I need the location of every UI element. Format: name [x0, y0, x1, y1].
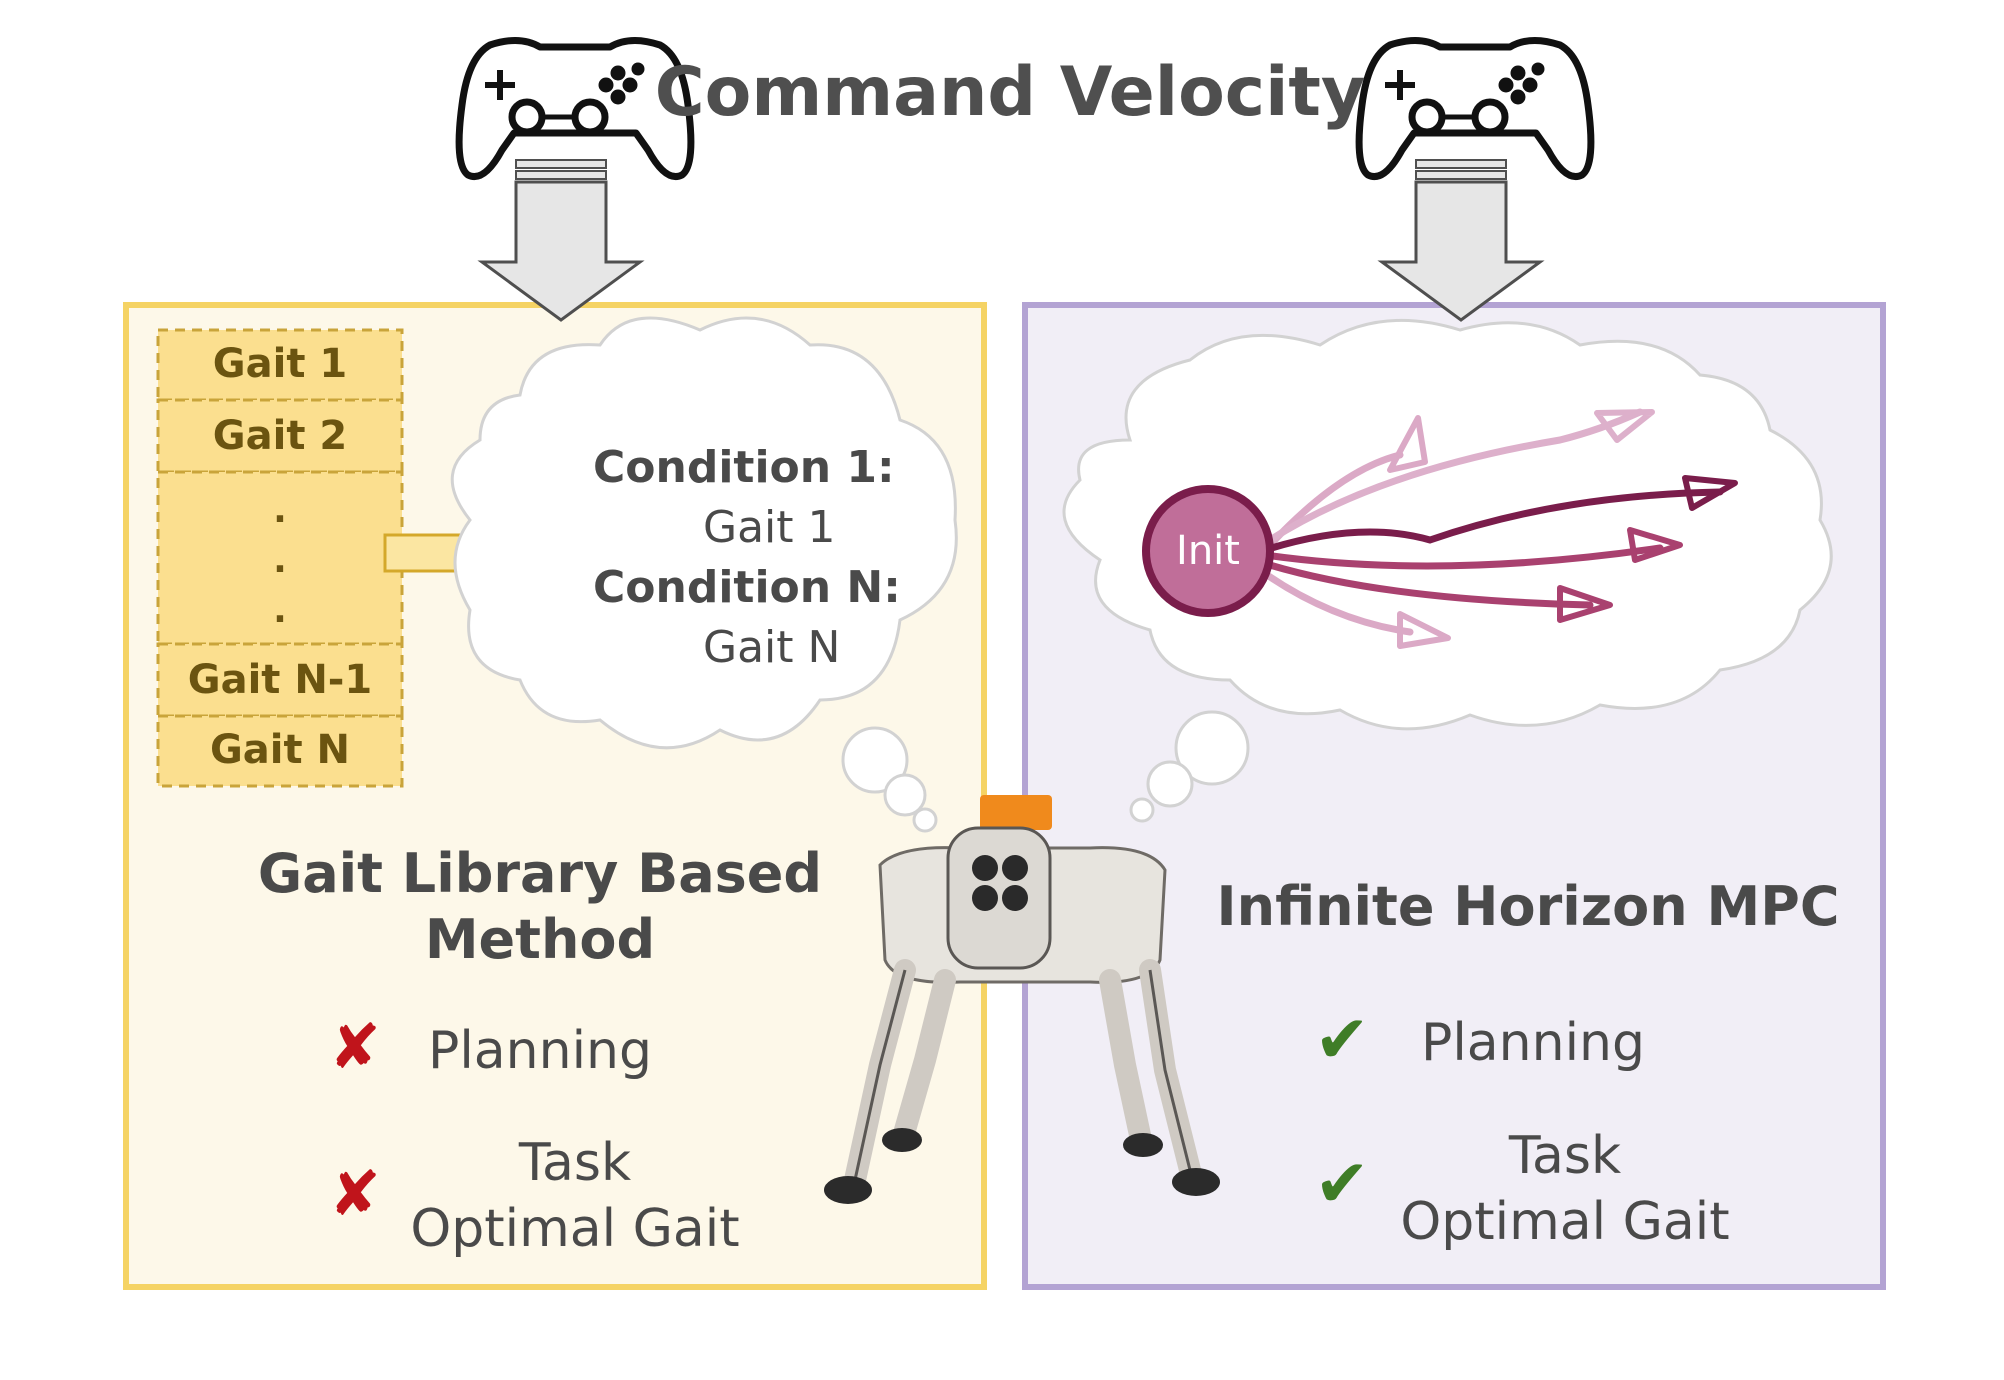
right-task-label-line2: Optimal Gait: [1400, 1192, 1729, 1252]
check-icon: ✔: [1314, 1145, 1369, 1222]
gait-item: Gait 2: [213, 413, 347, 459]
thought-cloud: [450, 316, 958, 833]
gait-item: Gait N: [210, 727, 350, 773]
check-icon: ✔: [1314, 1001, 1369, 1078]
robot-dog-image: [824, 795, 1220, 1204]
init-node: [1142, 485, 1274, 617]
right-method-title: Infinite Horizon MPC: [1217, 875, 1840, 938]
left-task-label: Task: [518, 1133, 631, 1193]
trajectory-arrowheads: [1387, 409, 1738, 649]
gait-n-label: Gait N: [703, 622, 840, 673]
down-arrow-icon: [1377, 159, 1545, 322]
cross-icon: ✘: [329, 1157, 381, 1230]
gamepad-icon: [455, 37, 695, 180]
right-task-label: Task: [1508, 1126, 1621, 1186]
cross-icon: ✘: [329, 1010, 381, 1083]
diagram-title: Command Velocity: [655, 53, 1365, 132]
condition-n-label: Condition N:: [593, 562, 901, 613]
gait-ellipsis: .: [273, 590, 287, 631]
left-task-label-line2: Optimal Gait: [410, 1199, 739, 1259]
condition-1-label: Condition 1:: [593, 442, 895, 493]
gait-1-label: Gait 1: [703, 502, 836, 553]
init-label: Init: [1176, 528, 1240, 574]
gait-ellipsis: .: [273, 540, 287, 581]
left-planning-label: Planning: [428, 1021, 652, 1081]
gait-item: Gait 1: [213, 341, 347, 387]
right-planning-label: Planning: [1421, 1013, 1645, 1073]
gait-item: Gait N-1: [188, 657, 373, 703]
left-method-title: Gait Library Based: [258, 842, 822, 905]
left-method-title-line2: Method: [425, 908, 655, 971]
down-arrow-icon: [477, 159, 645, 322]
gamepad-icon: [1355, 37, 1595, 180]
gait-ellipsis: .: [273, 490, 287, 531]
gait-library: [156, 328, 404, 788]
